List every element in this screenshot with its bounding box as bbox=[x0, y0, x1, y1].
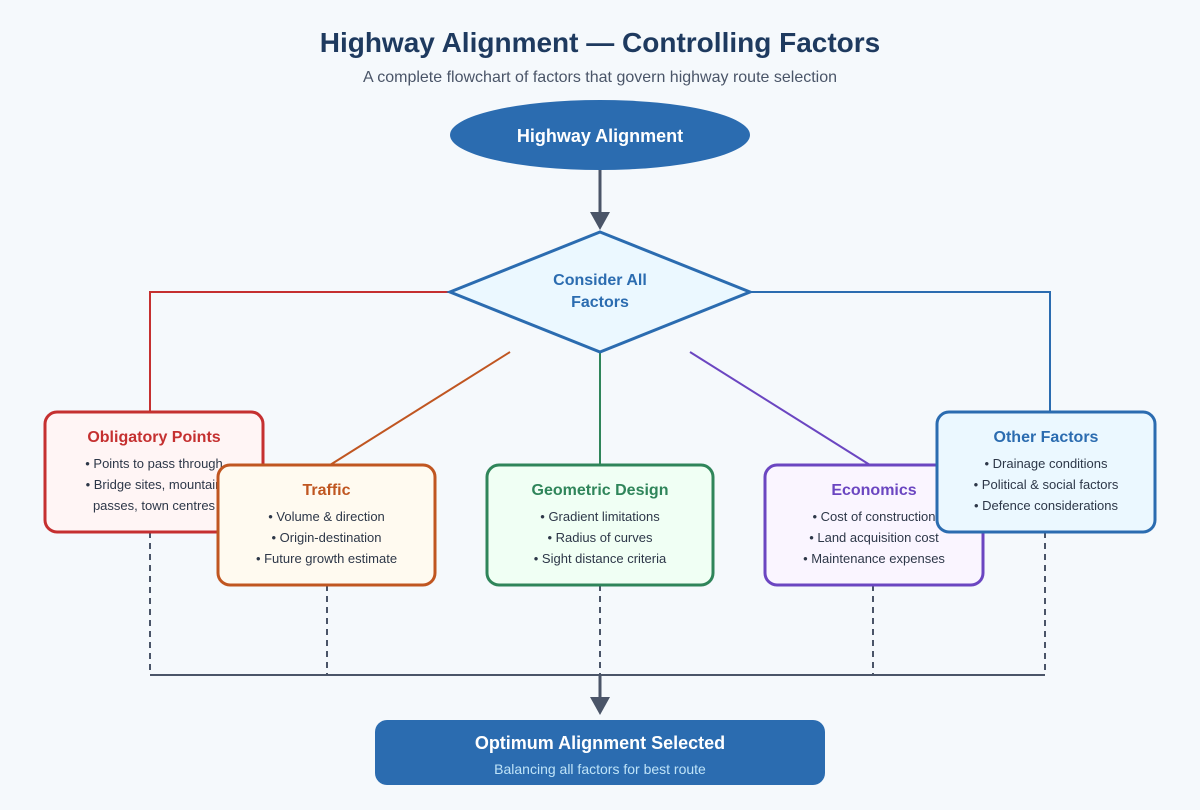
start-node: Highway Alignment bbox=[450, 100, 750, 170]
factor-title: Traffic bbox=[302, 482, 350, 499]
result-title: Optimum Alignment Selected bbox=[475, 733, 725, 753]
factor-title: Other Factors bbox=[994, 429, 1099, 446]
factor-boxes: Obligatory Points • Points to pass throug… bbox=[43, 410, 1157, 587]
factor-item: • Bridge sites, mountain bbox=[86, 477, 223, 492]
arrowhead-icon bbox=[590, 212, 610, 230]
factor-item: • Sight distance criteria bbox=[534, 551, 667, 566]
factor-item: • Cost of construction bbox=[812, 509, 935, 524]
arrowhead-icon bbox=[590, 697, 610, 715]
result-subtitle: Balancing all factors for best route bbox=[494, 761, 706, 777]
decision-line-1: Consider All bbox=[553, 272, 647, 289]
connector-obligatory bbox=[149, 291, 450, 412]
page-subtitle: A complete flowchart of factors that gov… bbox=[363, 69, 837, 86]
page-title: Highway Alignment — Controlling Factors bbox=[320, 27, 881, 58]
connector-traffic bbox=[329, 351, 511, 466]
factor-item: • Volume & direction bbox=[268, 509, 385, 524]
factor-title: Obligatory Points bbox=[87, 429, 220, 446]
factor-item: • Points to pass through bbox=[85, 456, 223, 471]
factor-item: • Political & social factors bbox=[974, 477, 1119, 492]
result-node: Optimum Alignment Selected Balancing all… bbox=[375, 720, 825, 785]
factor-item: • Land acquisition cost bbox=[809, 530, 939, 545]
factor-box-frame bbox=[935, 410, 1157, 534]
factor-item: • Maintenance expenses bbox=[803, 551, 945, 566]
factor-box-geometric-design: Geometric Design • Gradient limitations • … bbox=[485, 463, 715, 587]
decision-line-2: Factors bbox=[571, 294, 629, 311]
factor-item: • Future growth estimate bbox=[256, 551, 397, 566]
factor-title: Geometric Design bbox=[532, 482, 669, 499]
factor-box-traffic: Traffic • Volume & direction • Origin-dest… bbox=[216, 463, 437, 587]
factor-box-economics: Economics • Cost of construction • Land ac… bbox=[763, 463, 985, 587]
dashed-connectors bbox=[149, 532, 1046, 675]
factor-item: • Gradient limitations bbox=[540, 509, 660, 524]
start-label: Highway Alignment bbox=[517, 126, 683, 146]
factor-item: passes, town centres bbox=[93, 498, 216, 513]
factor-box-other-factors: Other Factors • Drainage conditions • Poli… bbox=[935, 410, 1157, 534]
connector-economics bbox=[689, 351, 871, 466]
factor-box-frame bbox=[216, 463, 437, 587]
factor-item: • Defence considerations bbox=[974, 498, 1119, 513]
connector-other bbox=[750, 291, 1051, 412]
factor-title: Economics bbox=[831, 482, 916, 499]
factor-item: • Origin-destination bbox=[271, 530, 381, 545]
factor-item: • Drainage conditions bbox=[984, 456, 1108, 471]
factor-item: • Radius of curves bbox=[548, 530, 653, 545]
decision-node: Consider All Factors bbox=[445, 230, 755, 354]
factor-box-frame bbox=[485, 463, 715, 587]
